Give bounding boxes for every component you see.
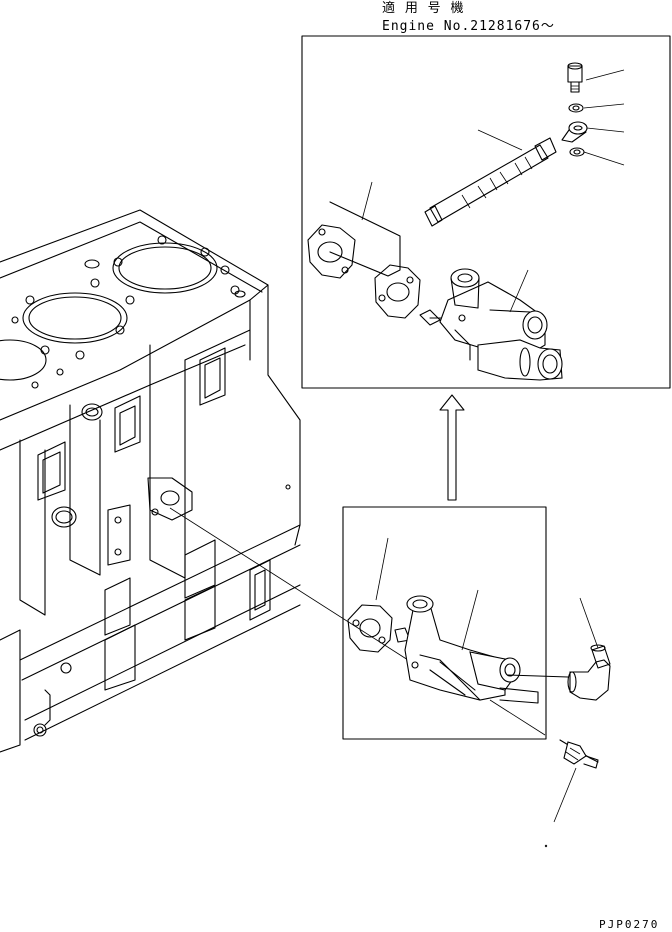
gasket-pump bbox=[347, 604, 393, 653]
applicability-note: 適 用 号 機 Engine No.21281676～ bbox=[382, 0, 555, 36]
gasket-lower bbox=[374, 264, 421, 319]
washer-lower bbox=[569, 147, 585, 157]
upper-detail-box bbox=[301, 35, 671, 389]
nipple-fitting bbox=[559, 739, 599, 769]
elbow-fitting bbox=[507, 644, 611, 701]
deck-holes bbox=[11, 235, 246, 389]
feed-pump-upper bbox=[419, 268, 563, 381]
banjo-fitting bbox=[561, 121, 588, 143]
up-arrow bbox=[439, 394, 465, 501]
engine-number-range: Engine No.21281676～ bbox=[382, 19, 555, 34]
pad-leader-line bbox=[169, 507, 409, 661]
hollow-bolt bbox=[567, 62, 583, 93]
drawing-code: PJP0270 bbox=[599, 918, 660, 931]
engine-block bbox=[0, 209, 301, 753]
fuel-hose bbox=[424, 137, 557, 227]
feed-pump-lower bbox=[394, 595, 539, 704]
washer-upper bbox=[568, 103, 584, 113]
lower-detail-box bbox=[342, 506, 547, 740]
applicability-title: 適 用 号 機 bbox=[382, 1, 465, 16]
gasket-upper bbox=[307, 201, 401, 279]
